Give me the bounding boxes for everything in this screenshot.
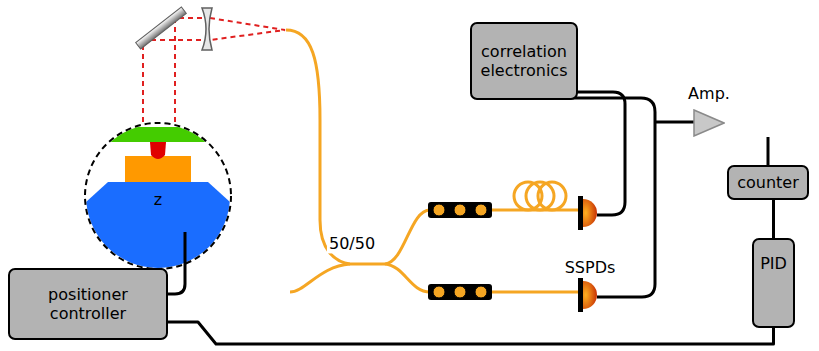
paddle: [454, 286, 466, 298]
detector-mount: [578, 196, 583, 230]
fiber: [286, 30, 385, 264]
z-positioner: [86, 182, 230, 280]
detectors: [578, 196, 597, 312]
polarization-paddles: [428, 202, 492, 300]
signal-wires: [150, 92, 700, 297]
counter-box: counter: [727, 165, 809, 200]
signal-wire: [168, 322, 774, 344]
paddle: [433, 286, 445, 298]
splitter-label: 50/50: [327, 234, 377, 253]
focus-beam: [210, 18, 285, 40]
electronics-box: correlation electronics: [470, 22, 578, 100]
controller-box: positioner controller: [8, 268, 168, 340]
emitter-tip: [150, 142, 166, 159]
paddle: [433, 204, 445, 216]
signal-wire: [772, 200, 775, 238]
beam-path: [175, 18, 204, 122]
wire: [560, 92, 625, 215]
paddle: [475, 204, 487, 216]
wire: [560, 98, 655, 297]
beam-path: [143, 40, 204, 122]
paddle: [475, 286, 487, 298]
amplifier-triangle: [694, 110, 724, 136]
detector: [583, 199, 597, 227]
detector-mount: [578, 278, 583, 312]
paddle: [454, 204, 466, 216]
paddle-body: [428, 284, 492, 300]
node-label: positioner controller: [14, 285, 162, 323]
node-label: Amp.: [688, 84, 730, 103]
sample-stack: [80, 127, 240, 280]
amplifier-symbol: Amp.: [693, 109, 725, 137]
detector: [583, 281, 597, 309]
fiber: [290, 264, 350, 292]
node-label: PID: [760, 254, 787, 273]
optical-fibers: [286, 30, 580, 292]
signal-wire: [767, 137, 770, 165]
node-label: counter: [737, 173, 799, 192]
axis-label: z: [152, 190, 164, 209]
laser-beams: [143, 18, 285, 122]
top-plate: [80, 127, 240, 142]
sample-block: [125, 156, 191, 182]
lens: [202, 8, 212, 50]
chamber-outline: [85, 123, 231, 269]
node-label: correlation electronics: [476, 42, 572, 80]
mirror: [136, 7, 187, 49]
amplifier-triangle: [693, 109, 725, 137]
controller-box: PID: [752, 238, 795, 328]
detector-label: SSPDs: [563, 258, 618, 277]
fiber: [385, 210, 580, 264]
fiber-coil: [538, 182, 566, 210]
paddle-body: [428, 202, 492, 218]
